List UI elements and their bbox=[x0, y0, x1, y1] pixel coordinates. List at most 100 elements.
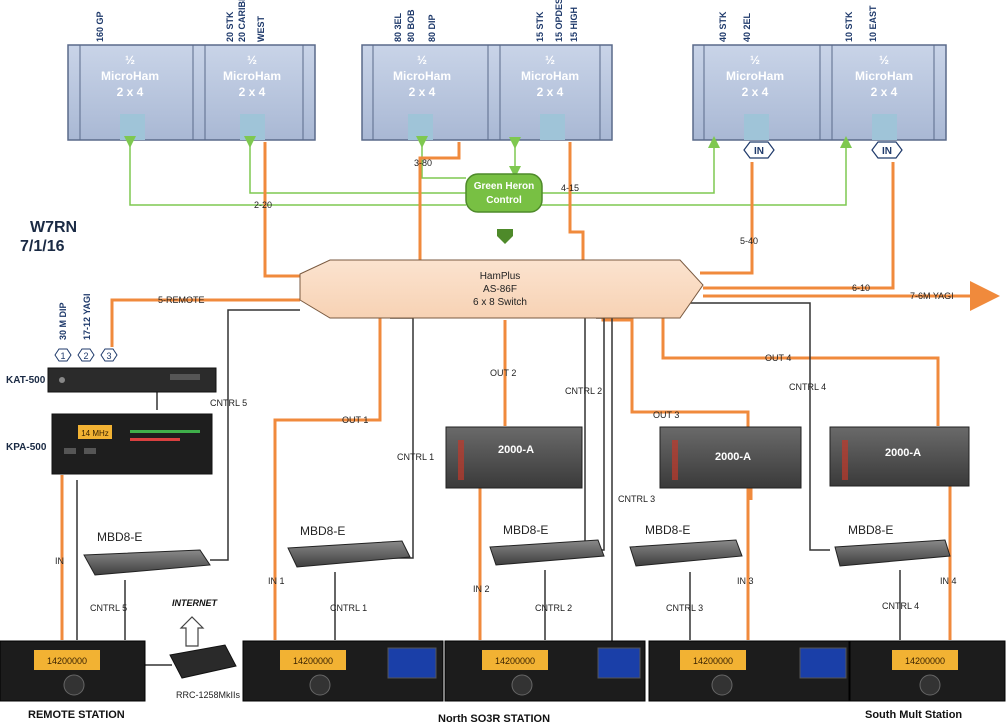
mbd8e-1[interactable] bbox=[287, 540, 411, 568]
switch-box bbox=[361, 44, 613, 141]
label-cntrl-3-top: CNTRL 3 bbox=[618, 494, 655, 504]
kpa-500-amplifier[interactable]: 14 MHz bbox=[51, 413, 213, 475]
radio-north-2[interactable]: 14200000 bbox=[444, 640, 646, 702]
station-south-label: South Mult Station bbox=[865, 709, 962, 721]
unit-name: MicroHam bbox=[223, 69, 281, 83]
hamplus-line3: 6 x 8 Switch bbox=[473, 297, 527, 308]
label-cntrl-3: CNTRL 3 bbox=[666, 603, 703, 613]
unit-half: ½ bbox=[879, 53, 889, 67]
antenna-17-12-yagi: 17-12 YAGI bbox=[82, 293, 92, 340]
radio-north-1[interactable]: 14200000 bbox=[242, 640, 444, 702]
internet-label: INTERNET bbox=[172, 598, 219, 608]
svg-text:IN: IN bbox=[754, 146, 764, 157]
port-label: 15 HIGH bbox=[569, 7, 579, 42]
svg-text:2000-A: 2000-A bbox=[885, 447, 921, 459]
up-arrow-icon bbox=[179, 616, 205, 647]
label-3-80: 3-80 bbox=[414, 158, 432, 168]
port-label: 10 EAST bbox=[868, 5, 878, 42]
antenna-30m-dip: 30 M DIP bbox=[58, 302, 68, 340]
mbd8e-2[interactable] bbox=[489, 539, 605, 566]
svg-text:2: 2 bbox=[83, 351, 88, 361]
port-label: 20 CARIBE bbox=[237, 0, 247, 42]
port-label: 15 OPDES bbox=[554, 0, 564, 42]
hamplus-line2: AS-86F bbox=[483, 284, 517, 295]
port-label: 20 STK bbox=[225, 11, 235, 42]
station-remote-label: REMOTE STATION bbox=[28, 709, 125, 721]
unit-name: MicroHam bbox=[521, 69, 579, 83]
unit-half: ½ bbox=[125, 53, 135, 67]
mbd-label: MBD8-E bbox=[300, 524, 345, 538]
switch-group-2 bbox=[361, 44, 613, 141]
mbd8e-4[interactable] bbox=[834, 539, 951, 567]
port-block bbox=[744, 114, 769, 140]
kat-500-tuner[interactable] bbox=[47, 367, 217, 393]
port-label: 80 3EL bbox=[393, 12, 403, 42]
control-links bbox=[124, 136, 852, 206]
label-cntrl-1-top: CNTRL 1 bbox=[397, 452, 434, 462]
radio-remote[interactable]: 14200000 bbox=[0, 640, 146, 702]
port-block bbox=[120, 114, 145, 140]
antenna-port-1: 1 bbox=[54, 348, 72, 362]
mbd-label: MBD8-E bbox=[848, 523, 893, 537]
unit-size: 2 x 4 bbox=[239, 85, 266, 99]
unit-size: 2 x 4 bbox=[742, 85, 769, 99]
label-out-1: OUT 1 bbox=[342, 415, 368, 425]
antenna-port-2: 2 bbox=[77, 348, 95, 362]
hamplus-switch[interactable]: HamPlus AS-86F 6 x 8 Switch bbox=[299, 259, 704, 319]
title-call: W7RN bbox=[30, 219, 77, 236]
unit-name: MicroHam bbox=[393, 69, 451, 83]
unit-size: 2 x 4 bbox=[871, 85, 898, 99]
unit-size: 2 x 4 bbox=[409, 85, 436, 99]
label-out-4: OUT 4 bbox=[765, 353, 791, 363]
rrc-label: RRC-1258MkIIs bbox=[176, 690, 241, 700]
title-date: 7/1/16 bbox=[20, 238, 65, 255]
port-block bbox=[408, 114, 433, 140]
label-4-15: 4-15 bbox=[561, 183, 579, 193]
unit-half: ½ bbox=[247, 53, 257, 67]
svg-text:14200000: 14200000 bbox=[495, 656, 535, 666]
radio-south[interactable]: 14200000 bbox=[849, 640, 1006, 702]
label-in: IN bbox=[55, 556, 64, 566]
mbd-label: MBD8-E bbox=[503, 523, 548, 537]
port-block bbox=[240, 114, 265, 140]
label-7-6m-yagi: 7-6M YAGI bbox=[910, 291, 954, 301]
svg-text:14200000: 14200000 bbox=[47, 656, 87, 666]
label-cntrl-2-top: CNTRL 2 bbox=[565, 386, 602, 396]
mbd-label: MBD8-E bbox=[97, 530, 142, 544]
in-badge: IN bbox=[743, 141, 775, 159]
switch-box bbox=[67, 44, 316, 141]
amplifier-2000a-2[interactable]: 2000-A bbox=[659, 426, 802, 489]
switch-group-3 bbox=[692, 44, 947, 141]
radio-north-3[interactable]: 14200000 bbox=[648, 640, 850, 702]
unit-name: MicroHam bbox=[101, 69, 159, 83]
label-in-4: IN 4 bbox=[940, 576, 957, 586]
mbd-label: MBD8-E bbox=[645, 523, 690, 537]
rrc-interface[interactable] bbox=[169, 644, 237, 679]
label-5-remote: 5-REMOTE bbox=[158, 295, 205, 305]
port-block bbox=[872, 114, 897, 140]
port-label: 80 BOB bbox=[406, 9, 416, 42]
unit-half: ½ bbox=[417, 53, 427, 67]
down-arrow-icon bbox=[497, 229, 513, 244]
amplifier-2000a-1[interactable]: 2000-A bbox=[445, 426, 583, 489]
label-cntrl-1: CNTRL 1 bbox=[330, 603, 367, 613]
label-in-3: IN 3 bbox=[737, 576, 754, 586]
green-heron-line1: Green Heron bbox=[474, 181, 535, 192]
mbd8e-remote[interactable] bbox=[83, 549, 211, 576]
port-label: 15 STK bbox=[535, 11, 545, 42]
label-in-1: IN 1 bbox=[268, 576, 285, 586]
label-6-10: 6-10 bbox=[852, 283, 870, 293]
label-cntrl-2: CNTRL 2 bbox=[535, 603, 572, 613]
label-cntrl-5-top: CNTRL 5 bbox=[210, 398, 247, 408]
port-label: WEST bbox=[256, 15, 266, 42]
mbd8e-3[interactable] bbox=[629, 539, 743, 567]
port-label: 40 STK bbox=[718, 11, 728, 42]
antenna-port-3: 3 bbox=[100, 348, 118, 362]
amplifier-2000a-3[interactable]: 2000-A bbox=[829, 426, 970, 487]
unit-size: 2 x 4 bbox=[537, 85, 564, 99]
label-cntrl-4: CNTRL 4 bbox=[882, 601, 919, 611]
green-heron-control[interactable]: Green Heron Control bbox=[465, 173, 543, 213]
label-cntrl-4-top: CNTRL 4 bbox=[789, 382, 826, 392]
svg-text:14200000: 14200000 bbox=[293, 656, 333, 666]
